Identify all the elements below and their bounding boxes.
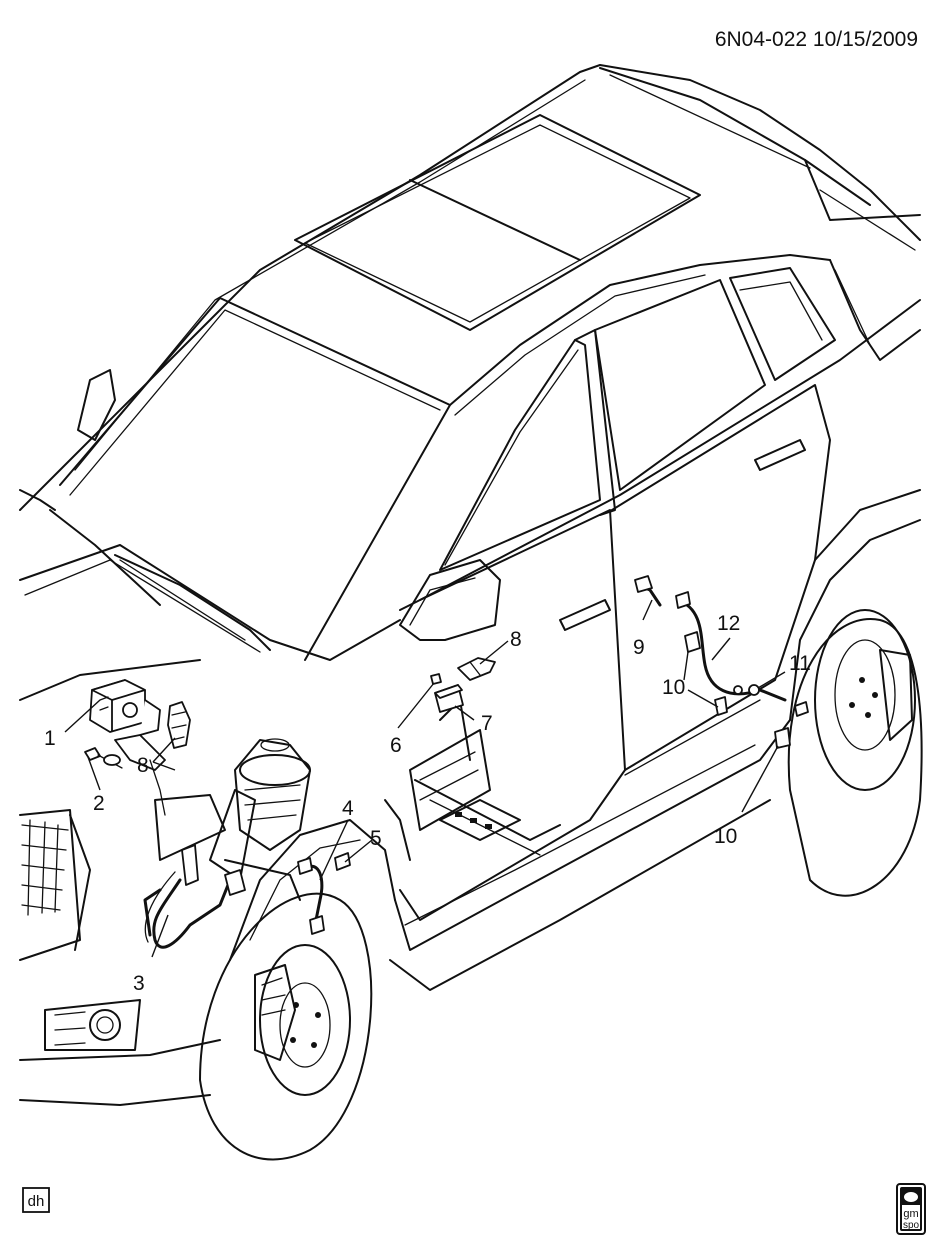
- part-8-bracket-door: [457, 657, 496, 681]
- callout-10-lower: 10: [714, 825, 737, 848]
- part-12-sensor-wire: [675, 591, 787, 702]
- callout-11: 11: [789, 652, 811, 675]
- logo-text-bottom: spo: [903, 1220, 920, 1231]
- part-1-brake-module: [89, 679, 161, 736]
- callout-2: 2: [93, 792, 105, 815]
- front-wheel: [199, 892, 373, 1161]
- callout-9: 9: [633, 636, 645, 659]
- callout-6: 6: [390, 734, 402, 757]
- callout-1: 1: [44, 727, 56, 750]
- vehicle-body: [19, 64, 921, 1106]
- callout-5: 5: [370, 827, 382, 850]
- part-10-clip-upper: [684, 631, 728, 716]
- author-initials-box: dh: [22, 1187, 50, 1213]
- leader-lines: [64, 599, 786, 958]
- part-6-nut: [430, 673, 442, 685]
- gm-spo-logo: gm spo: [896, 1183, 926, 1235]
- callout-7: 7: [481, 712, 493, 735]
- callout-12: 12: [717, 612, 740, 635]
- part-7-sensor: [434, 684, 464, 713]
- part-11-bolt: [748, 684, 809, 717]
- logo-text-top: gm: [903, 1208, 918, 1220]
- callout-3: 3: [133, 972, 145, 995]
- part-10-clip-lower: [774, 727, 791, 749]
- callout-8-door: 8: [510, 628, 522, 651]
- callouts: 1 2 3 4 5 6 7 8 8 9 10 10 11 12: [44, 612, 811, 995]
- callout-4: 4: [342, 797, 354, 820]
- callout-8-left: 8: [137, 754, 149, 777]
- rear-wheel: [787, 609, 923, 897]
- callout-10-upper: 10: [662, 676, 685, 699]
- part-4-wheel-speed-sensor: [297, 857, 325, 935]
- author-initials: dh: [28, 1193, 45, 1210]
- part-8-bracket-left: [114, 701, 191, 816]
- part-3-harness: [143, 844, 246, 949]
- drawing-id: 6N04-022 10/15/2009: [715, 28, 918, 51]
- part-5-clip: [334, 852, 351, 871]
- part-9-rear-harness: [634, 575, 662, 607]
